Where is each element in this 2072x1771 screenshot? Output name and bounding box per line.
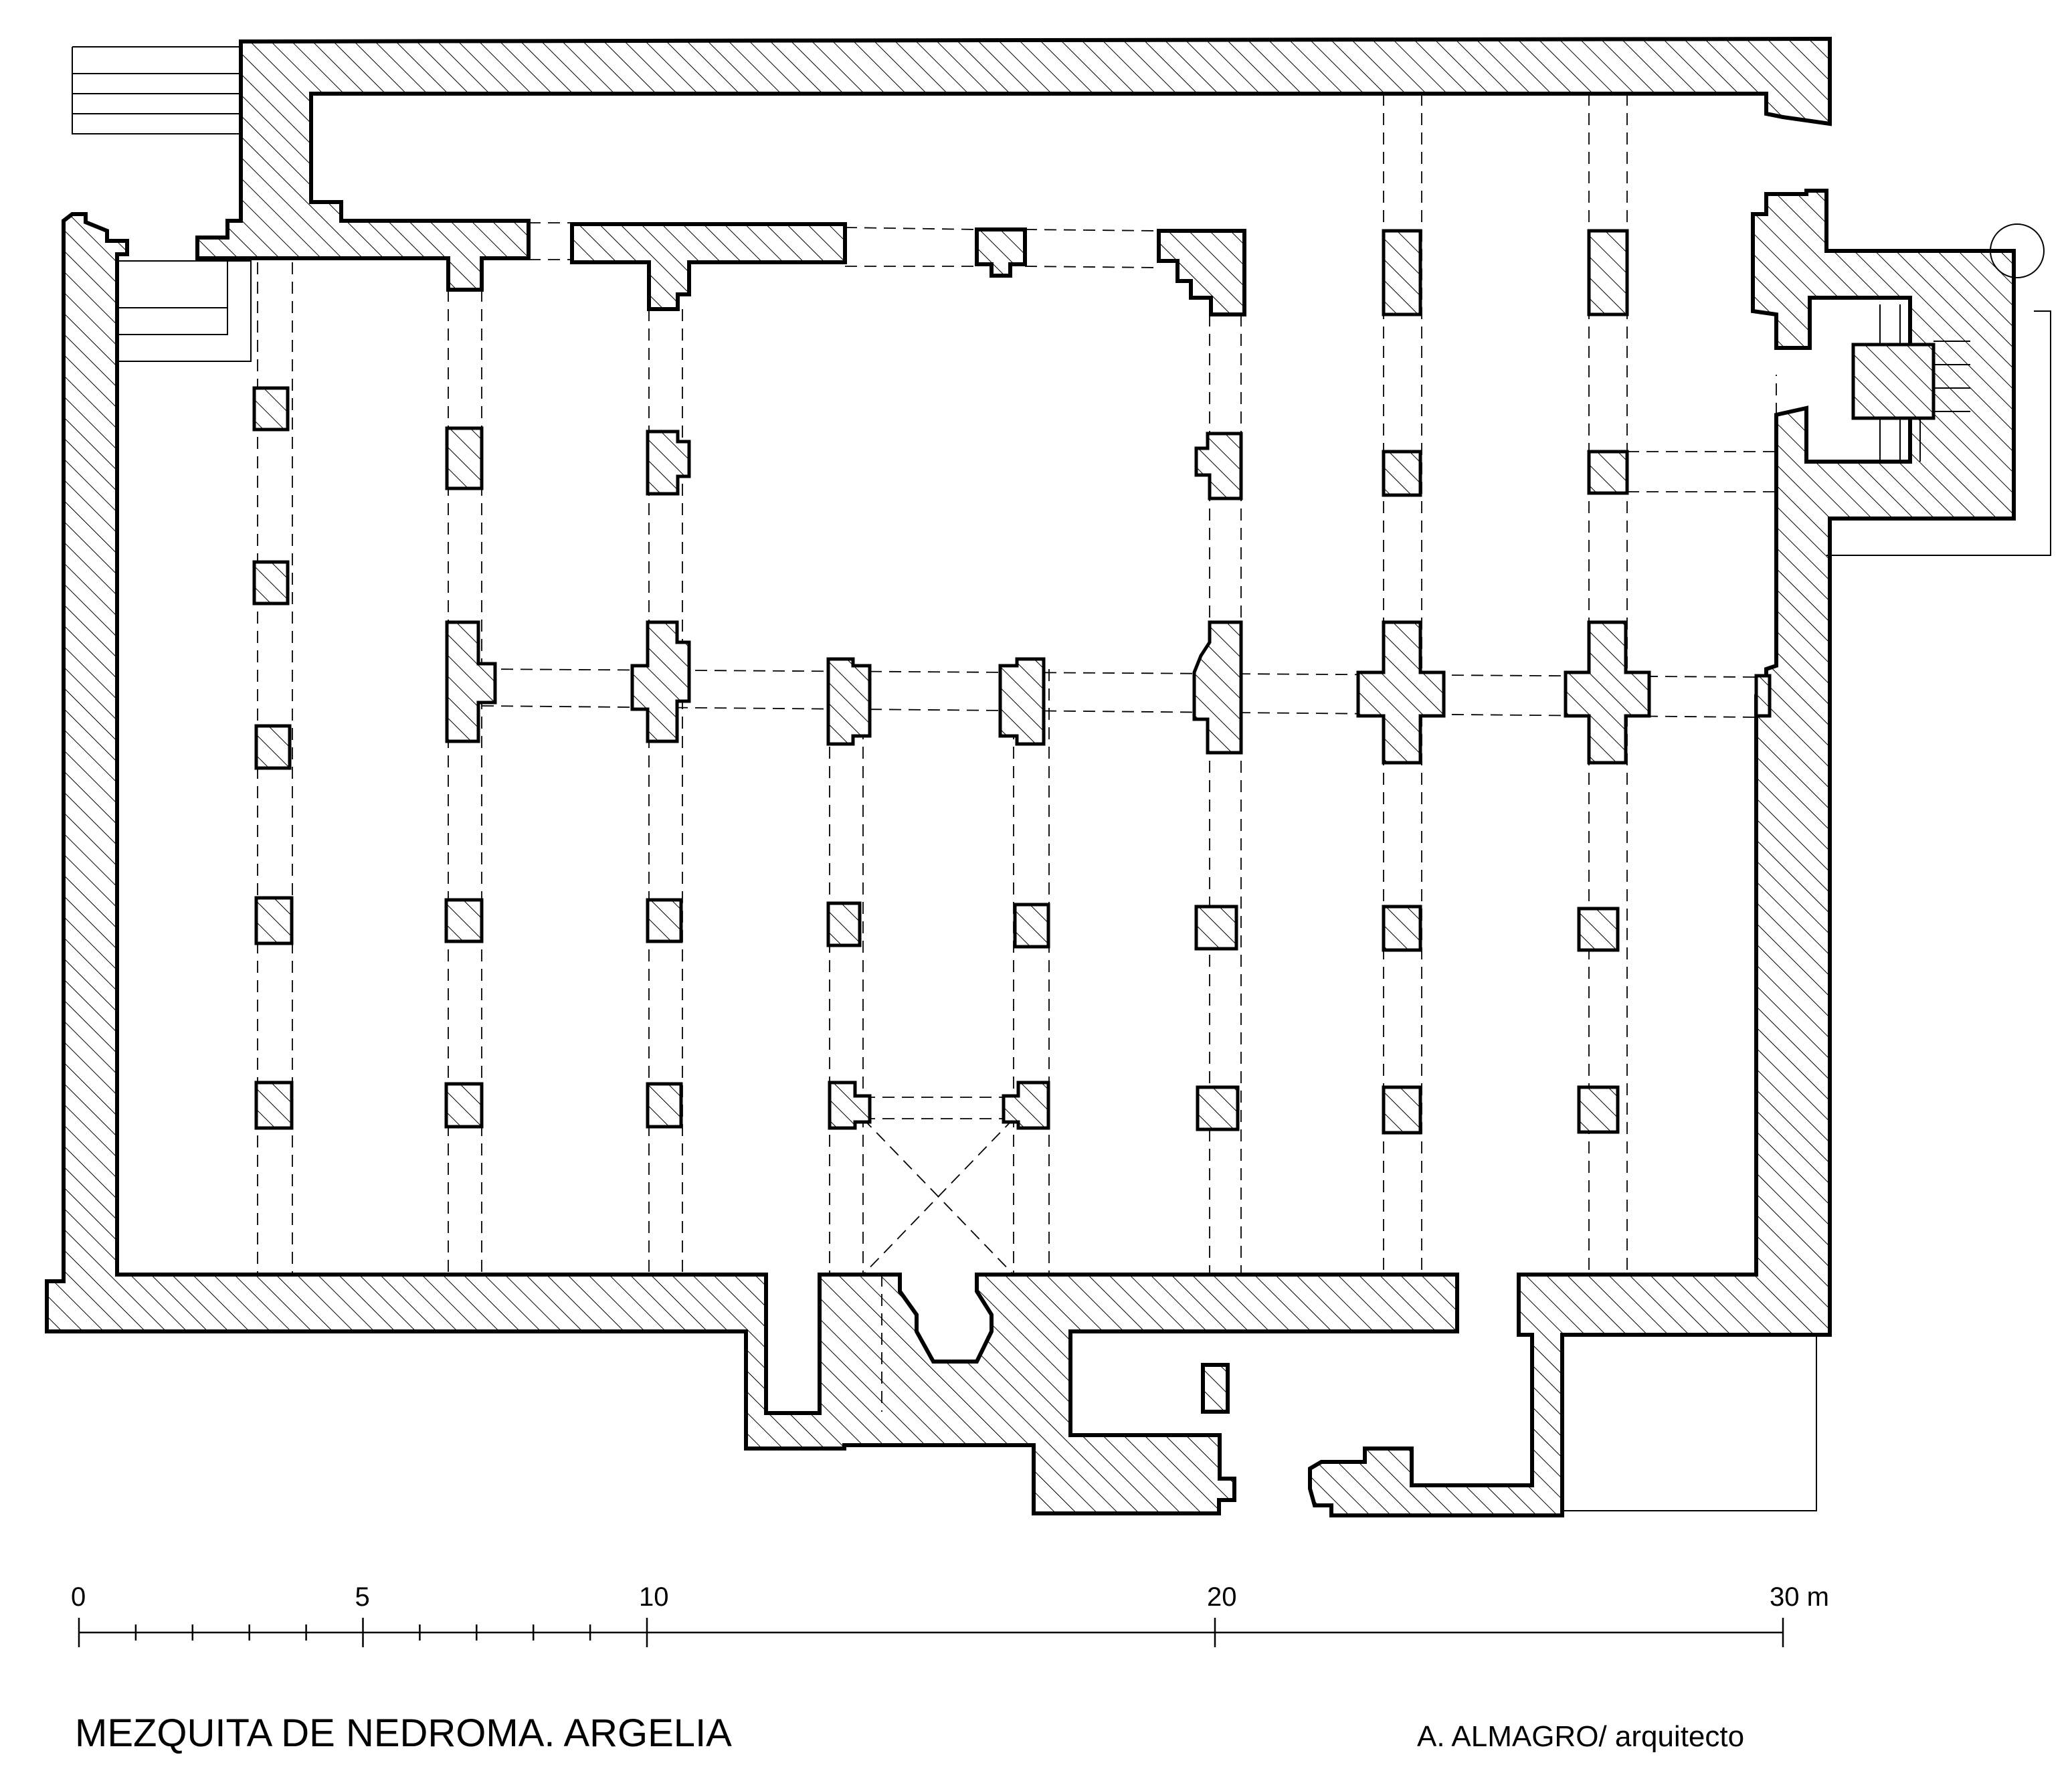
outer-walls (45, 36, 2016, 1517)
scale-label: 10 (639, 1582, 669, 1612)
scale-bar: 0 5 10 20 30 m (71, 1582, 1829, 1647)
northwest-stair-lines (72, 46, 252, 362)
scale-label: 30 m (1770, 1582, 1829, 1612)
piers (252, 229, 1772, 1135)
scale-label: 5 (355, 1582, 370, 1612)
scale-label: 20 (1207, 1582, 1237, 1612)
drawing-title: MEZQUITA DE NEDROMA. ARGELIA (75, 1711, 732, 1755)
scale-label: 0 (71, 1582, 86, 1612)
minaret-details (1562, 223, 2051, 1511)
author-credit: A. ALMAGRO/ arquitecto (1417, 1720, 1744, 1753)
arcade-lines (257, 94, 1777, 1412)
